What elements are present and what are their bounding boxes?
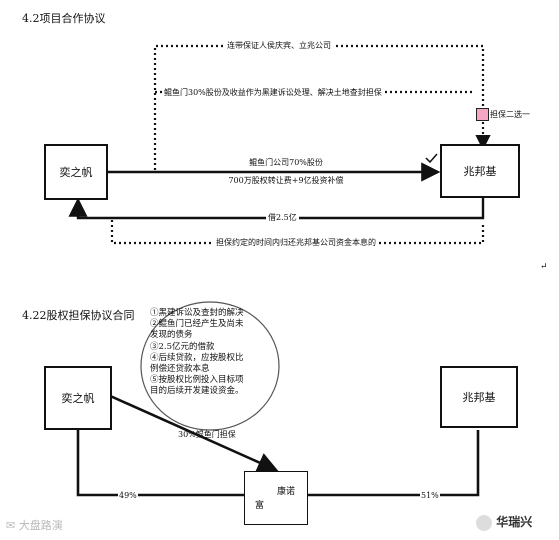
section1-right-party-label: 兆邦基: [463, 165, 497, 178]
section1-right-party-box: 兆邦基: [440, 144, 520, 198]
section1-heading: 4.2项目合作协议: [22, 12, 106, 25]
condition-item: 发现的债务: [150, 330, 193, 341]
watermark-right: 华瑞兴: [476, 513, 532, 531]
section1-left-party-box: 奕之帆: [44, 144, 108, 200]
transfer-line2-label: 700万股权转让费+9亿投资补偿: [228, 176, 344, 185]
section2-left-party-box: 奕之帆: [44, 366, 112, 430]
condition-item: ③2.5亿元的借款: [150, 341, 215, 352]
return-mark: ↵: [540, 262, 548, 272]
watermark-left-text: 大盘路演: [18, 519, 63, 532]
condition-item: 例偿还贷款本息: [150, 364, 210, 375]
right-percentage-label: 51%: [420, 491, 440, 501]
section1-left-party-label: 奕之帆: [59, 166, 93, 179]
condition-item: ④后续贷款，应按股权比: [150, 352, 244, 363]
section2-left-party-label: 奕之帆: [61, 392, 95, 405]
wechat-icon: [476, 514, 492, 531]
bottom-company-line1: 康诺: [277, 487, 296, 497]
section2-right-party-label: 兆邦基: [462, 391, 496, 404]
condition-item: ⑤按股权比例投入目标项: [150, 375, 244, 386]
left-percentage-label: 49%: [118, 491, 138, 501]
guarantee-choice-label: 担保二选一: [490, 110, 530, 119]
speech-bubble-icon: ✉: [6, 519, 16, 532]
section2-heading: 4.22股权担保协议合同: [22, 309, 135, 322]
pledge-arrow: [107, 393, 279, 473]
loan-label: 借2.5亿: [266, 213, 299, 223]
check-icon: [425, 153, 438, 164]
watermark-left: ✉ 大盘路演: [6, 517, 63, 533]
repay-dotted-line: [110, 220, 485, 245]
right-shareholding-line: [308, 430, 480, 497]
section2-right-party-box: 兆邦基: [440, 366, 518, 428]
conditions-circle: [140, 301, 280, 431]
bottom-company-box: 康诺 富: [244, 471, 308, 525]
pledge-note-label: 鲲鱼门30%股份及收益作为黑建诉讼处理、解决土地查封担保: [162, 88, 384, 98]
top-guarantee-label: 连带保证人侯庆宾、立兆公司: [225, 41, 333, 51]
condition-item: ①黑建诉讼及查封的解决: [150, 308, 244, 318]
watermark-right-text: 华瑞兴: [496, 515, 533, 529]
guarantee-dotted-loop: [153, 44, 485, 170]
conditions-list: ①黑建诉讼及查封的解决 ②鲲鱼门已经产生及尚未 发现的债务 ③2.5亿元的借款 …: [150, 308, 244, 398]
pledge-arrow-label: 30%鲲鱼门担保: [178, 430, 236, 439]
condition-item: ②鲲鱼门已经产生及尚未: [150, 319, 244, 330]
bottom-company-line2: 富: [255, 501, 265, 511]
left-shareholding-line: [76, 430, 244, 497]
condition-item: 目的后续开发建设资金。: [150, 386, 244, 397]
repay-note-label: 担保约定的时间内归还兆邦基公司资金本息的: [214, 238, 378, 248]
guarantee-choice-marker: [476, 108, 489, 121]
transfer-line1-label: 鲲鱼门公司70%股份: [249, 158, 323, 167]
